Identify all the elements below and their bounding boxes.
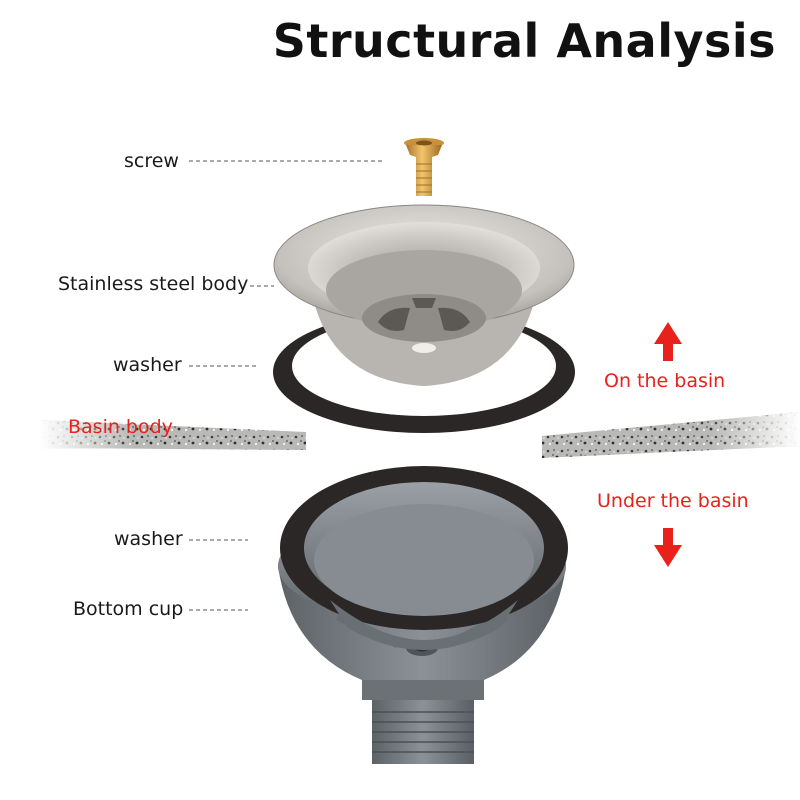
label-washer-bottom: washer	[114, 528, 183, 550]
basin-body-slabs	[40, 412, 800, 458]
bottom-washer	[280, 466, 568, 650]
label-stainless-body: Stainless steel body	[58, 273, 249, 295]
label-screw: screw	[124, 150, 179, 172]
label-washer-top: washer	[113, 354, 182, 376]
label-bottom-cup: Bottom cup	[73, 598, 184, 620]
label-on-basin: On the basin	[604, 370, 726, 392]
leader-lines	[189, 160, 384, 611]
label-under-basin: Under the basin	[597, 490, 749, 512]
stainless-steel-body	[273, 204, 575, 386]
page-title: Structural Analysis	[272, 14, 776, 68]
up-arrow-icon	[654, 322, 682, 361]
label-basin-body: Basin body	[68, 416, 173, 438]
down-arrow-icon	[654, 528, 682, 567]
brass-screw	[404, 138, 444, 196]
strainer-holes	[378, 298, 470, 331]
